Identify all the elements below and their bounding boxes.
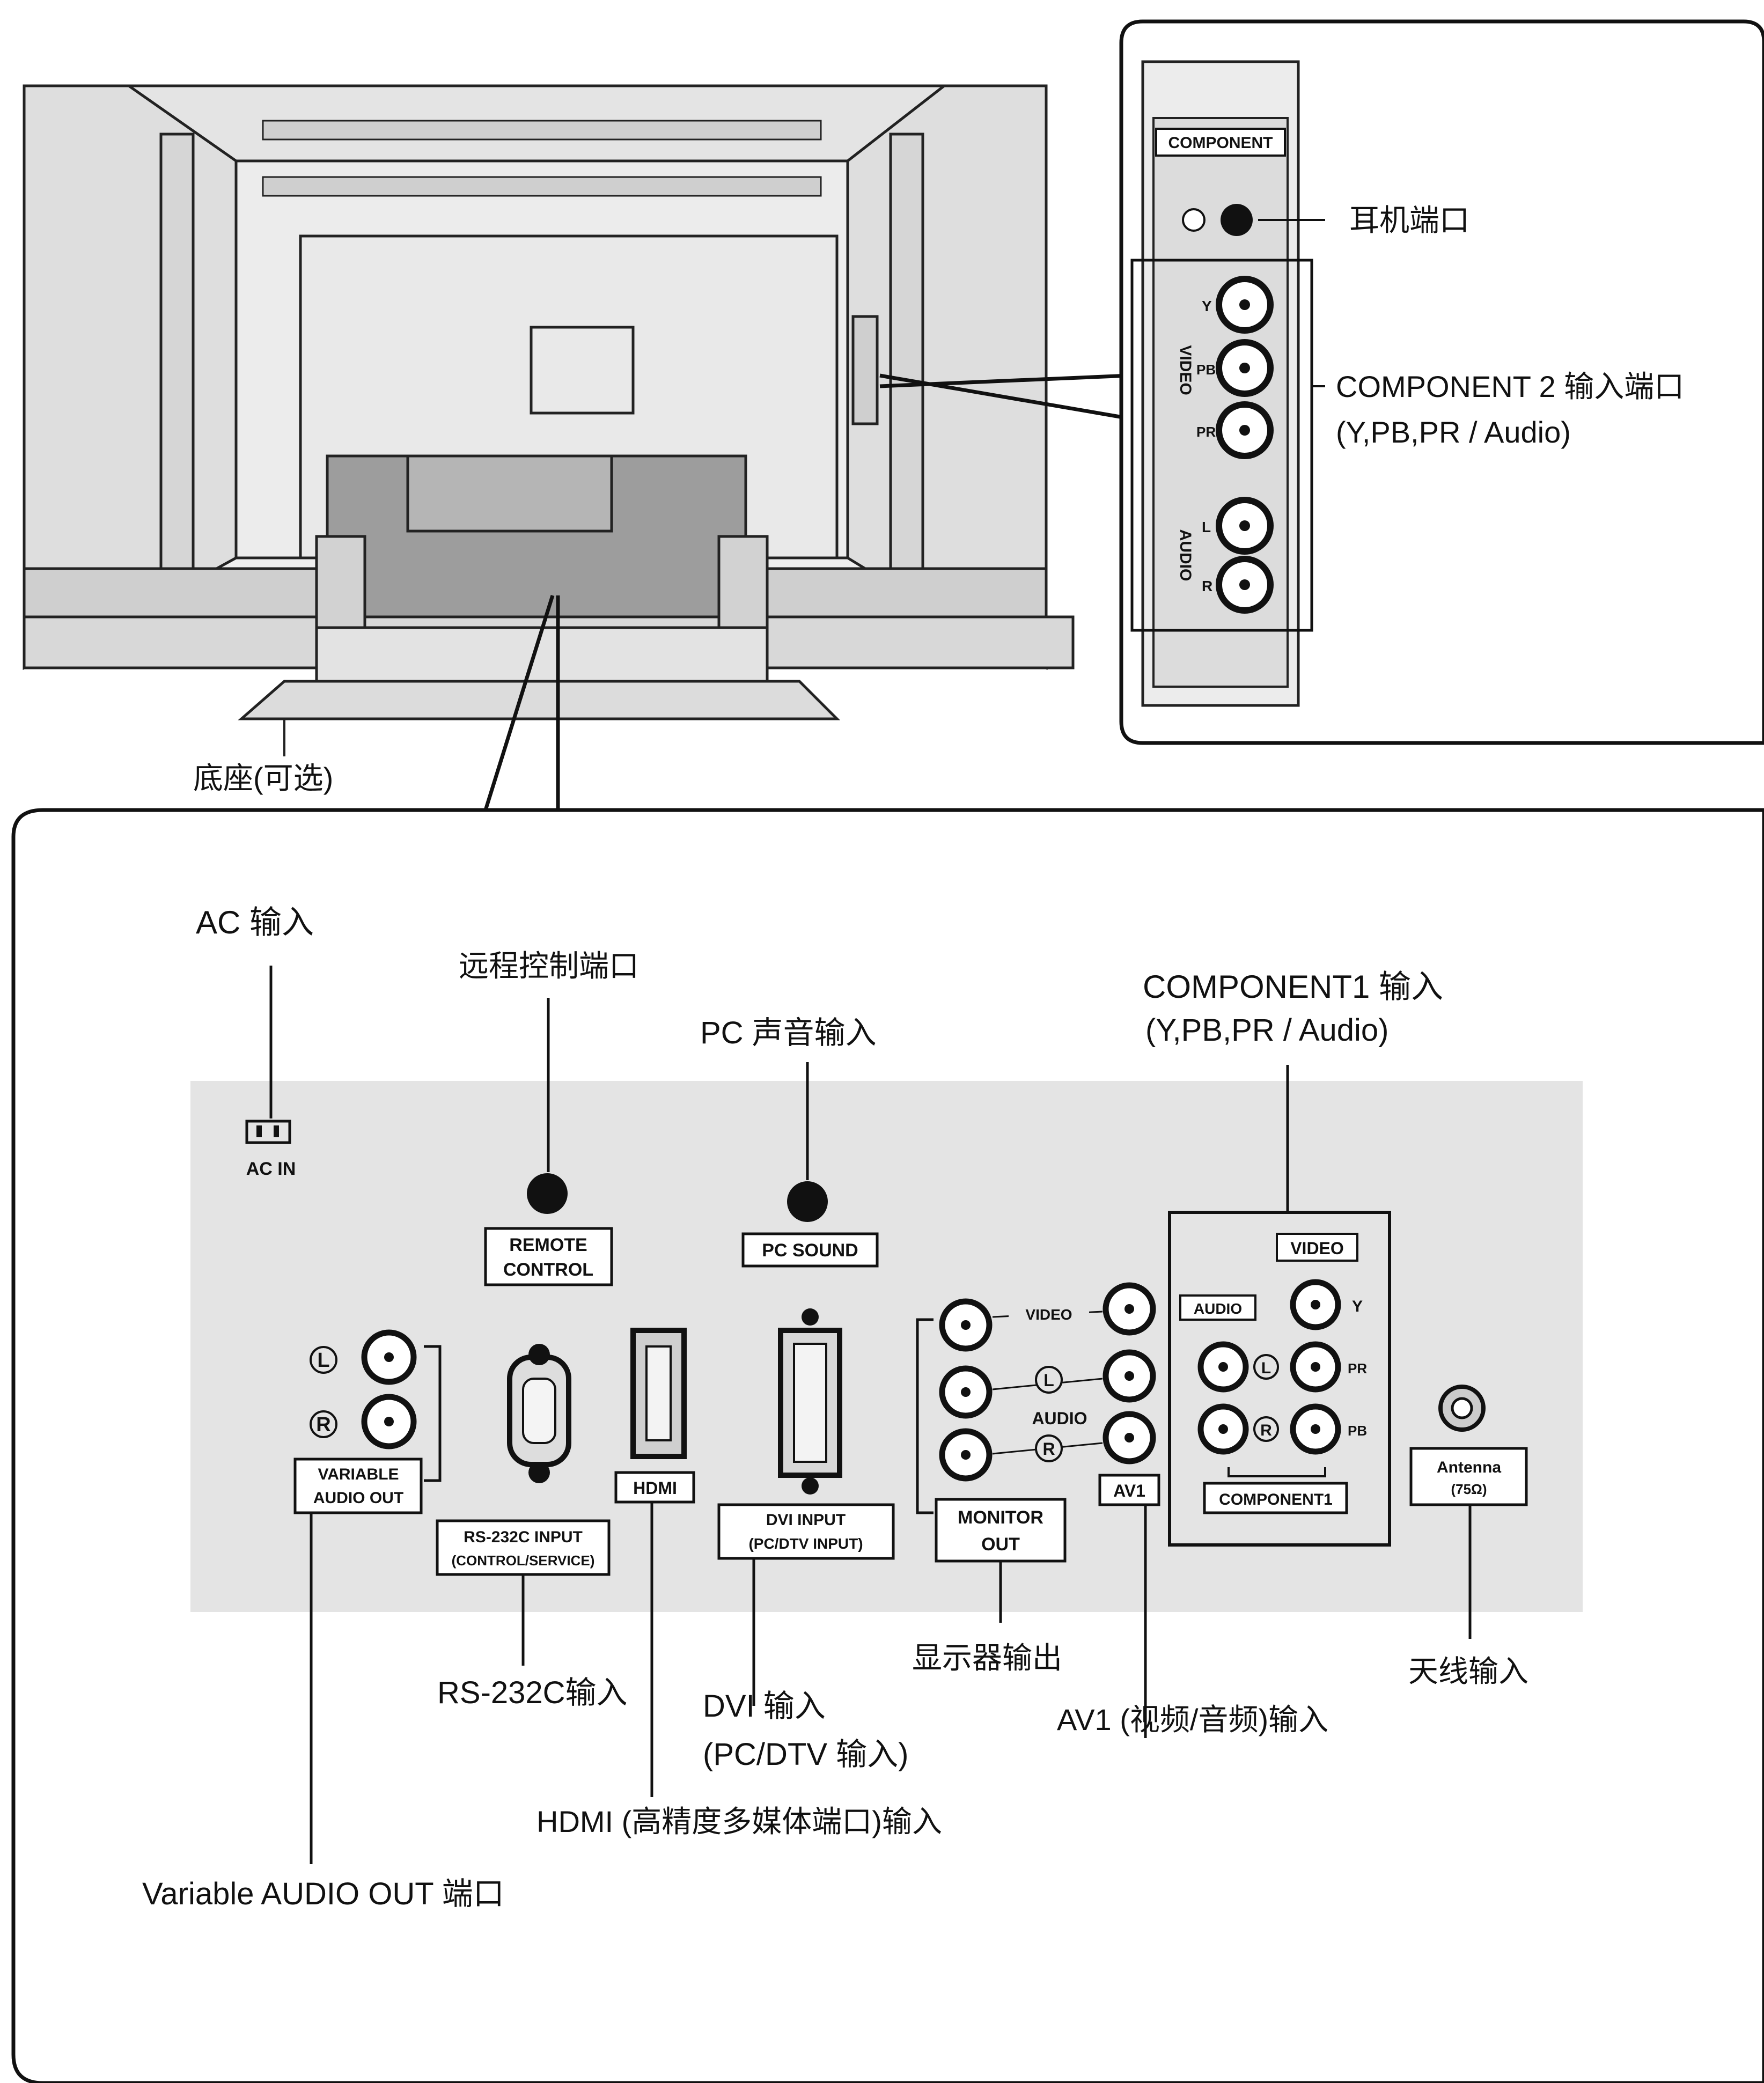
monitor-panel-label-2: OUT [981,1534,1020,1555]
headphone-label: 耳机端口 [1349,203,1469,237]
ac-in: AC IN [245,1120,296,1179]
dvi-panel-label-2: (PC/DTV INPUT) [748,1535,863,1552]
headphone-jack-icon [1221,204,1253,236]
antenna-port: Antenna (75Ω) [1409,1385,1528,1506]
side-pb-label: PB [1196,362,1216,378]
remote-panel-label-1: REMOTE [509,1235,587,1255]
component1-r-label: R [1260,1422,1272,1439]
callout-variable-audio-out: Variable AUDIO OUT 端口 [142,1876,504,1911]
monitor-r-label: R [1042,1439,1055,1459]
component1-video-tag: VIDEO [1290,1239,1344,1258]
side-r-label: R [1202,578,1212,594]
variable-audio-out-port: L R VARIABLE AUDIO OUT [293,1329,442,1514]
component2-label-1: COMPONENT 2 输入端口 [1336,370,1684,403]
side-l-label: L [1202,519,1211,535]
callout-component1-2: (Y,PB,PR / Audio) [1145,1013,1389,1048]
ac-in-panel-label: AC IN [246,1159,296,1179]
var-r-label: R [316,1414,330,1436]
component1-pr-tag: PR [1348,1360,1367,1377]
callout-rs232-input: RS-232C输入 [437,1675,628,1710]
callout-dvi-1: DVI 输入 [703,1689,826,1724]
monitor-panel-label-1: MONITOR [958,1507,1043,1528]
antenna-panel-label-2: (75Ω) [1451,1481,1487,1497]
rs232-panel-label-2: (CONTROL/SERVICE) [452,1552,595,1569]
callout-antenna-input: 天线输入 [1408,1654,1528,1688]
callout-pc-sound-input: PC 声音输入 [700,1015,877,1050]
audio-group-label: AUDIO [1177,529,1194,582]
component1-panel-label: COMPONENT1 [1219,1491,1333,1508]
component-tag: COMPONENT [1168,134,1273,152]
side-pr-label: PR [1196,424,1216,440]
component1-l-label: L [1261,1359,1271,1377]
monitor-l-label: L [1043,1371,1054,1390]
hdmi-port: HDMI [614,1328,695,1504]
component1-block: VIDEO AUDIO Y PR PB L R COMPONENT1 [1168,1211,1391,1547]
dvi-panel-label-1: DVI INPUT [766,1511,846,1529]
remote-control-port: REMOTE CONTROL [484,1173,613,1286]
variable-panel-label-2: AUDIO OUT [313,1489,403,1507]
headphone-hole-icon [1182,208,1206,232]
component2-jacks [1216,276,1274,614]
callout-hdmi-input: HDMI (高精度多媒体端口)输入 [536,1805,942,1838]
component1-pb-tag: PB [1348,1423,1367,1439]
rs232-port: RS-232C INPUT (CONTROL/SERVICE) [436,1344,611,1576]
pc-sound-panel-label: PC SOUND [762,1240,858,1261]
component2-label-2: (Y,PB,PR / Audio) [1336,415,1571,449]
hdmi-panel-label: HDMI [633,1478,677,1498]
side-panel-frame: COMPONENT 耳机端口 VIDEO AUDIO Y PB PR L R C… [1119,19,1764,745]
side-y-label: Y [1202,298,1212,314]
callout-remote-port: 远程控制端口 [459,949,639,983]
remote-panel-label-2: CONTROL [503,1260,593,1280]
callout-ac-input: AC 输入 [196,904,314,940]
stand-label: 底座(可选) [193,761,333,795]
component1-audio-tag: AUDIO [1194,1300,1242,1317]
monitor-av1-ports: VIDEO L AUDIO R MONITOR OUT AV1 [916,1282,1160,1563]
component1-y-tag: Y [1352,1298,1363,1315]
variable-panel-label-1: VARIABLE [318,1466,399,1483]
callout-monitor-out: 显示器输出 [912,1641,1062,1675]
video-group-label: VIDEO [1177,345,1194,395]
var-l-label: L [317,1349,329,1372]
rs232-panel-label-1: RS-232C INPUT [464,1528,583,1546]
callout-av1-input: AV1 (视频/音频)输入 [1057,1703,1328,1736]
monitor-audio-label: AUDIO [1032,1409,1087,1428]
tv-back-illustration [23,84,1075,720]
dvi-port: DVI INPUT (PC/DTV INPUT) [717,1308,895,1560]
callout-lines [269,966,1472,1864]
zoom-lines [483,373,1130,811]
av1-panel-label: AV1 [1113,1481,1145,1500]
monitor-video-label: VIDEO [1025,1306,1072,1323]
antenna-panel-label-1: Antenna [1437,1459,1501,1476]
pc-sound-port: PC SOUND [741,1181,879,1268]
callout-component1-1: COMPONENT1 输入 [1143,969,1443,1005]
callout-dvi-2: (PC/DTV 输入) [703,1737,908,1772]
